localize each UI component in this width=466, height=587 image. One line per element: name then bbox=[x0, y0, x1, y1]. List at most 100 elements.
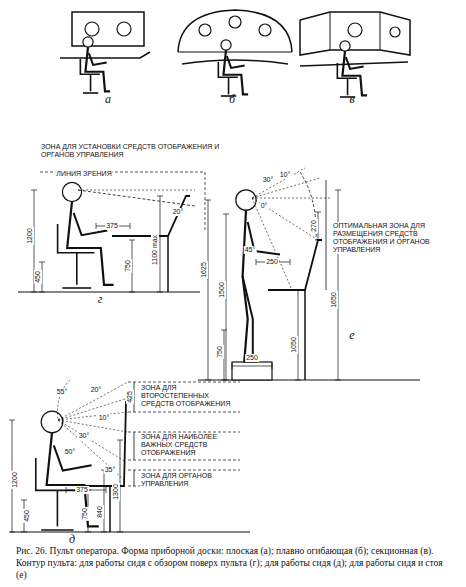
dimension-line bbox=[338, 190, 339, 380]
panel-letter: б bbox=[228, 93, 236, 107]
dimension-label: 750 bbox=[81, 507, 89, 521]
dimension-tick bbox=[295, 290, 301, 291]
dimension-tick bbox=[335, 380, 341, 381]
footrest-platform bbox=[232, 362, 272, 380]
dimension-tick bbox=[129, 292, 135, 293]
dimension-label: 270 bbox=[310, 219, 318, 233]
chair-seat bbox=[58, 224, 95, 253]
zone-boundary bbox=[128, 460, 240, 461]
sight-line bbox=[78, 190, 195, 206]
panel-letter: г bbox=[97, 293, 104, 307]
angle-line bbox=[252, 168, 305, 198]
dimension-tick bbox=[232, 363, 233, 369]
console-desk bbox=[60, 52, 150, 58]
panel-section-edge bbox=[330, 12, 331, 50]
dimension-label: 55° bbox=[56, 388, 69, 396]
operator-arm bbox=[89, 53, 107, 65]
operator-head bbox=[340, 41, 350, 51]
operator-head bbox=[83, 37, 93, 47]
dimension-tick bbox=[39, 262, 45, 263]
console-desk bbox=[300, 62, 408, 66]
dimension-tick bbox=[101, 532, 107, 533]
chair-post bbox=[57, 490, 59, 526]
operator-body bbox=[223, 50, 248, 94]
dimension-tick bbox=[9, 420, 15, 421]
angle-line bbox=[252, 198, 292, 290]
chair-post bbox=[228, 77, 230, 94]
dimension-label: 425 bbox=[126, 390, 134, 404]
horizontal-line bbox=[78, 190, 195, 191]
dimension-tick bbox=[205, 380, 211, 381]
operator-body bbox=[47, 433, 99, 527]
chair-post bbox=[90, 74, 92, 91]
floor-line bbox=[198, 379, 420, 380]
operator-arm bbox=[227, 56, 245, 68]
console-leg bbox=[109, 486, 111, 532]
dimension-tick bbox=[256, 259, 257, 265]
zone-bracket bbox=[134, 470, 135, 486]
panel-dial bbox=[199, 24, 211, 36]
operator-head bbox=[41, 411, 63, 433]
operator-arm bbox=[74, 213, 108, 235]
panel-section-edge bbox=[380, 12, 381, 50]
dimension-tick bbox=[66, 487, 67, 493]
dimension-tick bbox=[129, 240, 135, 241]
operator-arm bbox=[346, 57, 364, 69]
console-outline bbox=[82, 398, 130, 486]
dimension-label: 1300 bbox=[112, 483, 120, 501]
zone-label: ОПТИМАЛЬНАЯ ЗОНА ДЛЯ РАЗМЕЩЕНИЯ СРЕДСТВ … bbox=[332, 222, 442, 254]
console-desk bbox=[182, 60, 288, 64]
chair-base bbox=[83, 92, 98, 94]
panel-dial bbox=[348, 23, 362, 37]
dimension-tick bbox=[31, 190, 37, 191]
dimension-label: 45° bbox=[244, 246, 257, 254]
dimension-line bbox=[104, 470, 105, 532]
chair-seat bbox=[337, 63, 357, 78]
dimension-label: 30° bbox=[78, 432, 91, 440]
view-arc bbox=[58, 380, 71, 420]
dimension-label: 1625 bbox=[200, 261, 208, 279]
dimension-tick bbox=[96, 223, 97, 229]
angle-line bbox=[58, 382, 128, 420]
dimension-tick bbox=[106, 487, 107, 493]
angle-line bbox=[58, 412, 128, 420]
dimension-label: 10° bbox=[98, 414, 111, 422]
zone-boundary bbox=[128, 412, 240, 413]
operator-arm bbox=[54, 445, 92, 470]
dimension-label: 250 bbox=[245, 354, 259, 362]
dimension-label: 450 bbox=[34, 270, 42, 284]
dimension-tick bbox=[39, 292, 45, 293]
angle-line bbox=[58, 398, 128, 420]
dimension-label: 375 bbox=[105, 222, 119, 230]
chair-seat bbox=[36, 458, 77, 490]
chair-seat bbox=[218, 62, 238, 77]
dimension-tick bbox=[85, 532, 91, 533]
panel-dial bbox=[229, 16, 241, 28]
console-leg bbox=[304, 290, 306, 380]
dimension-label: 840 bbox=[96, 505, 104, 519]
figure-caption: Рис. 26. Пульт оператора. Форма приборно… bbox=[16, 546, 452, 582]
dimension-label: 450 bbox=[23, 509, 31, 523]
dimension-tick bbox=[157, 292, 163, 293]
zone-boundary bbox=[205, 172, 206, 230]
operator-head bbox=[221, 40, 231, 50]
dimension-label: 250 bbox=[265, 258, 279, 266]
dimension-label: 1200 bbox=[11, 471, 19, 489]
floor-line bbox=[18, 291, 200, 292]
dimension-tick bbox=[130, 223, 131, 229]
sectional-panel bbox=[300, 12, 410, 55]
panel-letter: д bbox=[68, 533, 76, 547]
dimension-tick bbox=[295, 380, 301, 381]
angle-line bbox=[252, 198, 318, 240]
zone-label: ЗОНА ДЛЯ НАИБОЛЕЕ ВАЖНЫХ СРЕДСТВ ОТОБРАЖ… bbox=[140, 433, 242, 457]
operator-head bbox=[62, 182, 81, 201]
operator-head bbox=[236, 190, 256, 210]
dimension-tick bbox=[157, 196, 163, 197]
dimension-line bbox=[160, 196, 161, 292]
dimension-tick bbox=[117, 532, 123, 533]
dimension-label: 750 bbox=[216, 345, 224, 359]
panel-dial bbox=[259, 24, 271, 36]
zone-label: ЗОНА ДЛЯ ОРГАНОВ УПРАВЛЕНИЯ bbox=[140, 472, 252, 488]
chair-seat bbox=[80, 59, 100, 74]
panel-letter: в bbox=[348, 93, 355, 107]
